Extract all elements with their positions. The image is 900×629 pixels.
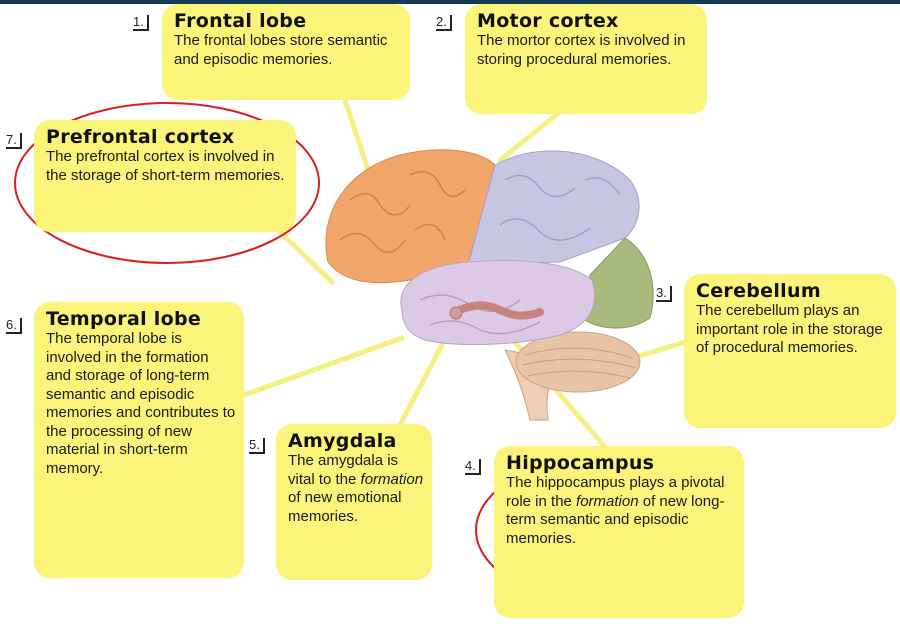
callout-title: Hippocampus <box>506 452 655 474</box>
callout-prefrontal-cortex: Prefrontal cortex The prefrontal cortex … <box>34 120 296 232</box>
callout-title: Amygdala <box>288 430 397 452</box>
callout-frontal-lobe: Frontal lobe The frontal lobes store sem… <box>162 4 410 100</box>
highlight-circle-prefrontal <box>14 102 320 264</box>
callout-title: Cerebellum <box>696 280 821 302</box>
callout-text: The frontal lobes store semantic and epi… <box>174 32 388 68</box>
callout-number-hippocampus: 4. <box>465 459 481 475</box>
callout-text: The amygdala is vital to the formation o… <box>288 452 424 525</box>
cerebellum-shape <box>515 331 641 393</box>
callout-text: The hippocampus plays a pivotal role in … <box>506 474 725 547</box>
amygdala-shape <box>449 306 463 320</box>
top-border <box>0 0 900 4</box>
callout-text: The mortor cortex is involved in storing… <box>477 32 686 68</box>
parietal-gyri <box>499 174 621 241</box>
temporal-lobe-shape <box>400 260 596 346</box>
frontal-gyri <box>339 171 466 253</box>
callout-number-frontal: 1. <box>133 15 149 31</box>
callout-number-prefrontal: 7. <box>6 133 22 149</box>
leader-line-prefrontal <box>277 229 335 285</box>
callout-number-cerebellum: 3. <box>656 286 672 302</box>
parietal-lobe-shape <box>467 150 640 266</box>
callout-title: Temporal lobe <box>46 308 202 330</box>
callout-title: Motor cortex <box>477 10 619 32</box>
callout-title: Prefrontal cortex <box>46 126 235 148</box>
frontal-lobe-shape <box>325 149 496 284</box>
callout-text: The cerebellum plays an important role i… <box>696 302 883 356</box>
callout-number-amygdala: 5. <box>249 438 265 454</box>
hippocampus-shape <box>451 301 544 320</box>
callout-title: Frontal lobe <box>174 10 307 32</box>
leader-line-motor <box>497 109 563 163</box>
callout-text: The temporal lobe is involved in the for… <box>46 330 236 477</box>
cerebellum-folds <box>521 347 637 379</box>
callout-number-temporal: 6. <box>6 318 22 334</box>
callout-motor-cortex: Motor cortex The mortor cortex is involv… <box>465 4 707 114</box>
leader-line-temporal <box>227 335 405 403</box>
callout-cerebellum: Cerebellum The cerebellum plays an impor… <box>684 274 896 428</box>
callout-amygdala: Amygdala The amygdala is vital to the fo… <box>276 424 432 580</box>
callout-hippocampus: Hippocampus The hippocampus plays a pivo… <box>494 446 744 618</box>
callout-number-motor: 2. <box>436 15 452 31</box>
occipital-lobe-shape <box>584 237 654 329</box>
callout-text: The prefrontal cortex is involved in the… <box>46 148 285 184</box>
callout-temporal-lobe: Temporal lobe The temporal lobe is invol… <box>34 302 244 578</box>
